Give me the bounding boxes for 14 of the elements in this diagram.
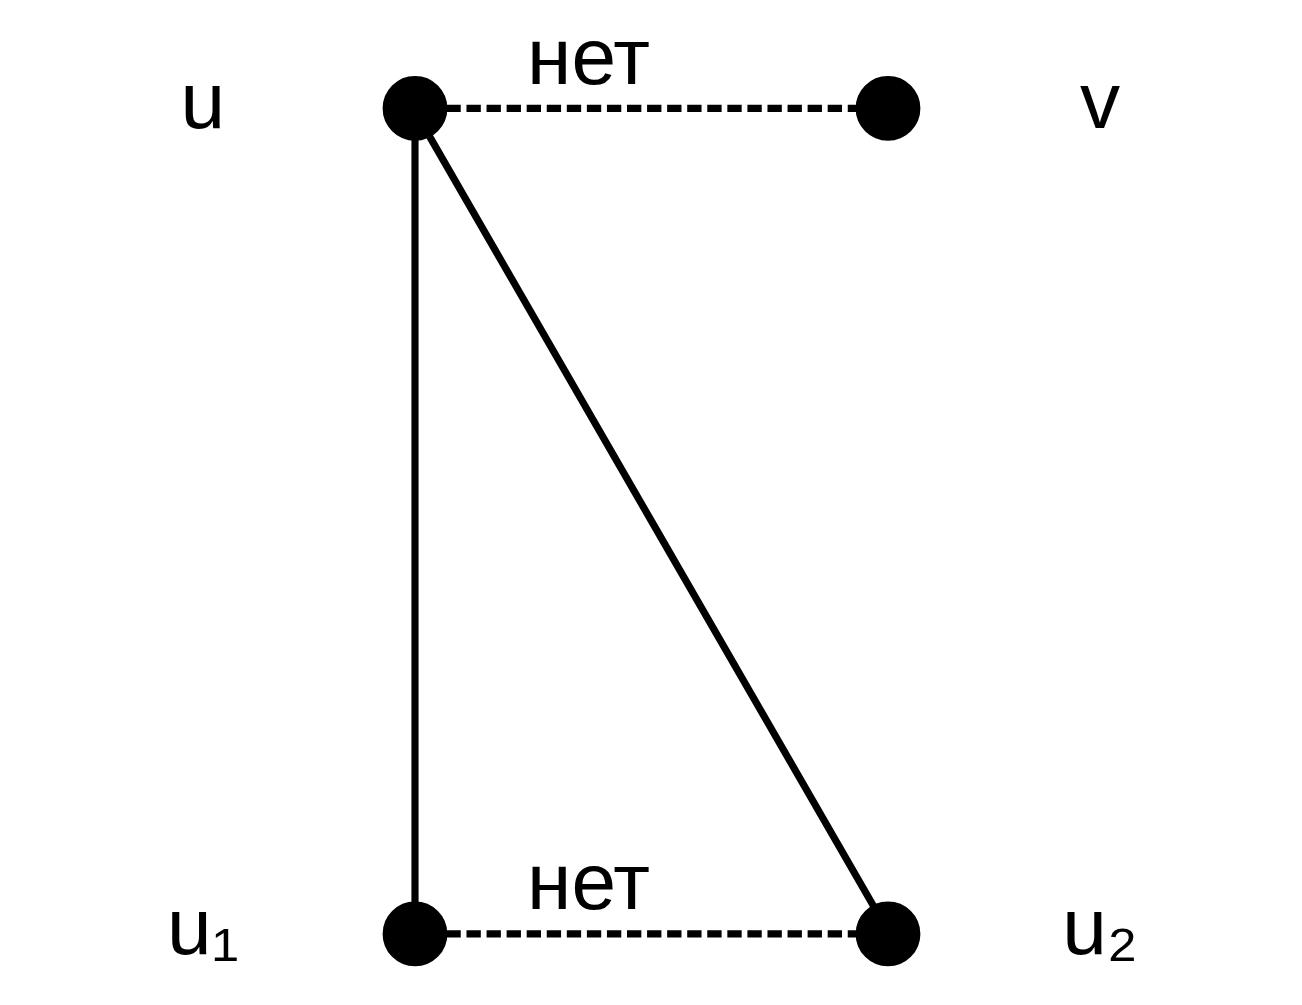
edge-label: нет (526, 836, 650, 927)
connector (426, 134, 877, 908)
node-circle (382, 901, 447, 967)
node-label: u₂ (1061, 880, 1138, 971)
edge-label: нет (526, 10, 650, 101)
node-label: u (180, 55, 225, 146)
node-circle (382, 75, 447, 141)
node-circle (855, 75, 920, 141)
connector (445, 930, 857, 938)
node-label: u₁ (166, 880, 239, 971)
node-label: v (1079, 55, 1120, 146)
node-circle (855, 901, 920, 967)
connector (410, 139, 419, 903)
connector (445, 104, 857, 112)
